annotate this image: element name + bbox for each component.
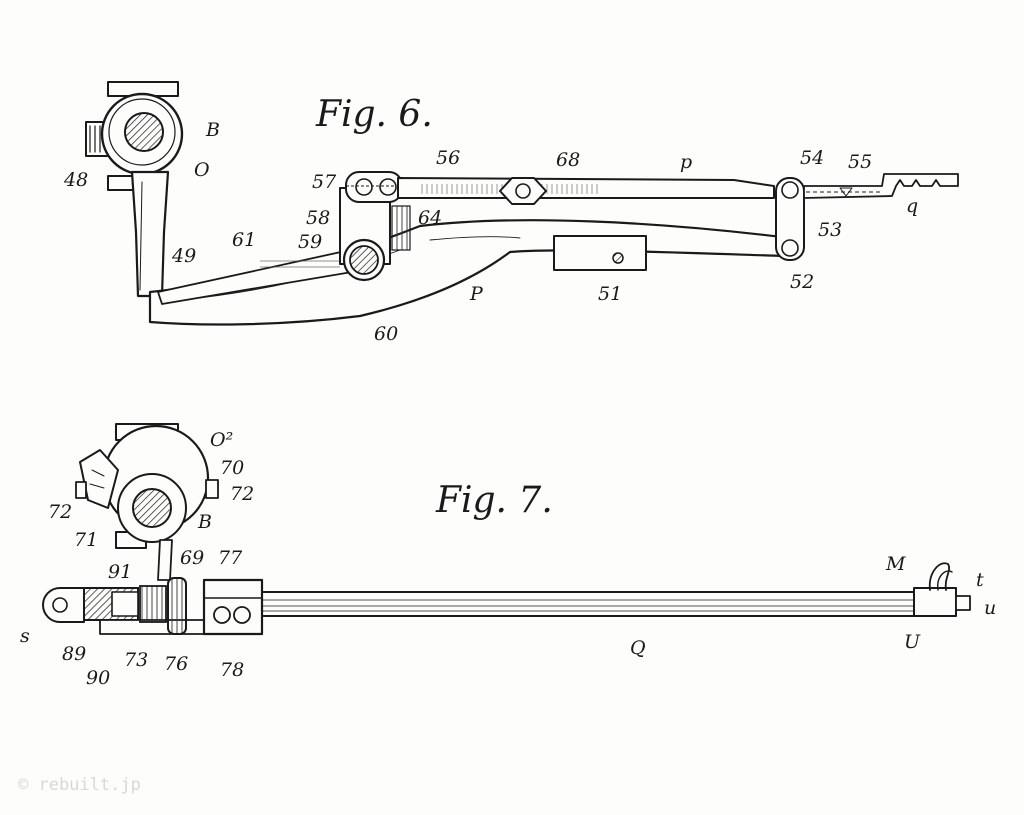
- label-t: t: [976, 569, 984, 591]
- label-54: 54: [800, 147, 824, 169]
- label-90: 90: [86, 667, 110, 689]
- shaft-q: [261, 591, 915, 617]
- figure-7: [42, 423, 971, 636]
- label-55: 55: [848, 151, 872, 173]
- nut-68: [499, 177, 547, 205]
- label-52: 52: [790, 271, 814, 293]
- label-73: 73: [124, 649, 148, 671]
- label-b: B: [205, 119, 220, 141]
- label-58: 58: [306, 207, 330, 229]
- watermark: © rebuilt.jp: [18, 775, 141, 795]
- label-o: O: [194, 159, 210, 181]
- label-57: 57: [312, 171, 337, 193]
- label-78: 78: [220, 659, 244, 681]
- label-u-small: u: [984, 597, 996, 619]
- label-76: 76: [164, 653, 188, 675]
- label-51: 51: [598, 283, 622, 305]
- label-70: 70: [220, 457, 244, 479]
- fig6-title: Fig. 6.: [315, 94, 433, 135]
- label-69: 69: [180, 547, 204, 569]
- link-53: [775, 177, 805, 261]
- label-53: 53: [818, 219, 842, 241]
- fig7-title: Fig. 7.: [435, 480, 553, 521]
- label-91: 91: [108, 561, 132, 583]
- label-b-fig7: B: [197, 511, 212, 533]
- label-q: q: [906, 195, 918, 217]
- label-s: s: [20, 625, 30, 647]
- label-59: 59: [298, 231, 322, 253]
- label-m: M: [885, 553, 906, 575]
- label-64: 64: [418, 207, 442, 229]
- block-78: [202, 578, 264, 636]
- spring-64: [391, 205, 411, 251]
- block-51: [553, 235, 647, 271]
- hub-o2: [75, 423, 219, 549]
- gear-76: [167, 577, 187, 635]
- arm-49: [130, 170, 170, 298]
- label-72-left: 72: [48, 501, 72, 523]
- label-71: 71: [74, 529, 98, 551]
- end-u: [913, 562, 971, 617]
- label-89: 89: [62, 643, 86, 665]
- label-77: 77: [218, 547, 243, 569]
- eye-s: [42, 587, 85, 623]
- label-68: 68: [556, 149, 580, 171]
- label-p-small: p: [680, 151, 692, 173]
- label-60: 60: [374, 323, 398, 345]
- label-p-big: P: [469, 283, 484, 305]
- label-72-right: 72: [230, 483, 254, 505]
- pawl-56: [345, 171, 403, 203]
- label-49: 49: [171, 245, 196, 267]
- label-o2: O²: [210, 429, 233, 451]
- label-56: 56: [436, 147, 460, 169]
- label-q-shaft: Q: [630, 637, 646, 659]
- label-48: 48: [63, 169, 88, 191]
- label-u-big: U: [904, 631, 921, 653]
- label-61: 61: [232, 229, 256, 251]
- figure-6: [85, 81, 959, 326]
- rack-q: [803, 173, 959, 199]
